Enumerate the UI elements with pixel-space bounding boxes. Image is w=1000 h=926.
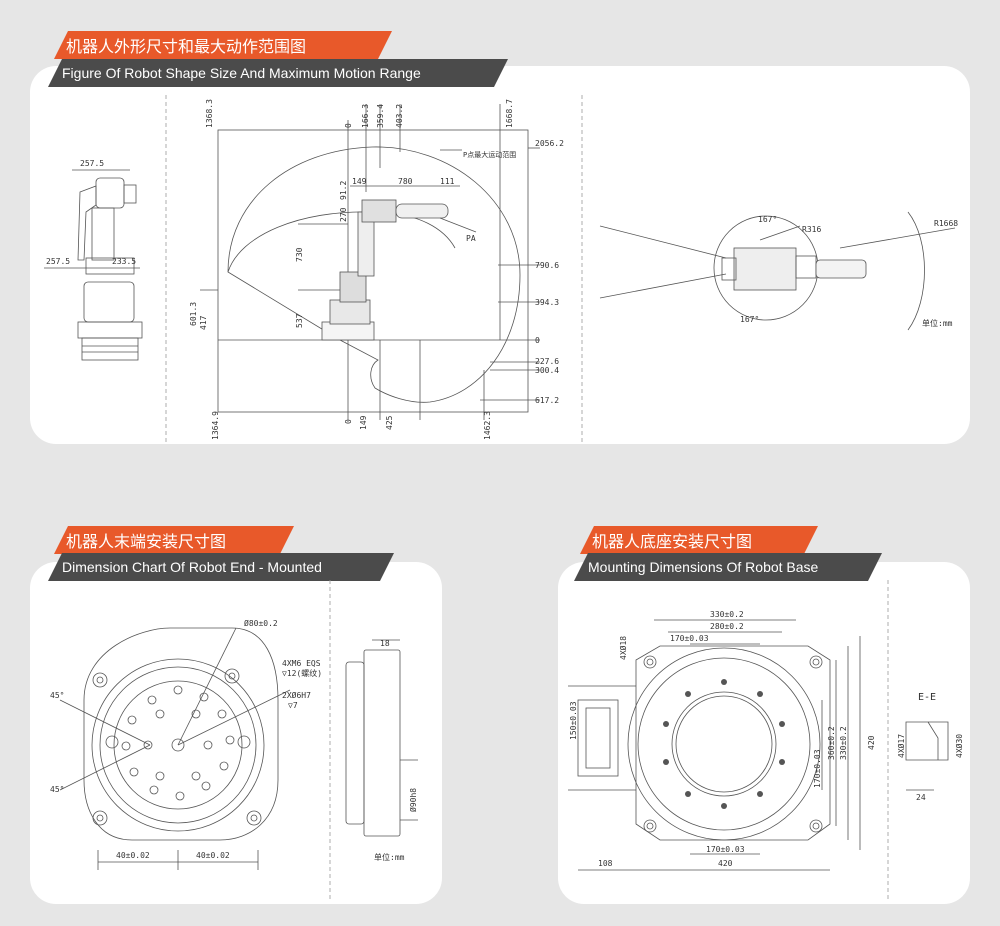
side-dim-left: 257.5	[46, 257, 70, 266]
robot-top-view	[599, 211, 956, 331]
robot-side-view	[44, 169, 143, 361]
front-left-dim-537: 537	[295, 313, 304, 328]
top-angle-upper: 167°	[758, 215, 777, 224]
motion-range-title-cn: 机器人外形尺寸和最大动作范围图	[54, 31, 392, 59]
base-left-dim-150: 150±0.03	[569, 701, 578, 740]
front-right-dim-2056: 2056.2	[535, 139, 564, 148]
front-inner-dim-149: 149	[352, 177, 367, 186]
front-left-dim-730: 730	[295, 247, 304, 262]
robot-base-title-cn: 机器人底座安装尺寸图	[580, 526, 818, 554]
pa-point-label: PA	[466, 234, 476, 243]
end-unit-label: 单位:mm	[374, 852, 405, 862]
end-thread-label: 4XM6 EQS	[282, 659, 321, 668]
motion-unit-label: 单位:mm	[922, 318, 953, 328]
top-radius-outer: R1668	[934, 219, 958, 228]
base-top-dim-330: 330±0.2	[710, 610, 744, 619]
end-side-dia-label: Ø90h8	[408, 788, 418, 812]
end-side-width-label: 18	[380, 639, 390, 648]
front-right-dim-300: 300.4	[535, 366, 559, 375]
end-mounted-panel	[30, 562, 442, 904]
front-inner-dim-111: 111	[440, 177, 455, 186]
end-angle-top-label: 45°	[50, 691, 64, 700]
end-mounted-title-cn: 机器人末端安装尺寸图	[54, 526, 294, 554]
robot-front-view	[200, 104, 540, 420]
front-left-dim-601: 601.3	[189, 302, 198, 326]
side-dim-top: 257.5	[80, 159, 104, 168]
front-left-dim-417: 417	[199, 315, 208, 330]
front-inner-dim-270: 270	[339, 207, 348, 222]
base-right-dim-360: 360±0.2	[827, 726, 836, 760]
front-bottom-dim-1462: 1462.3	[483, 411, 492, 440]
base-bottom-dim-420: 420	[718, 859, 733, 868]
front-top-dim-0: 0	[344, 123, 353, 128]
front-right-dim-394: 394.3	[535, 298, 559, 307]
front-inner-dim-91: 91.2	[339, 181, 348, 200]
front-bottom-dim-0: 0	[344, 419, 353, 424]
top-angle-lower: 167°	[740, 315, 759, 324]
front-right-dim-790: 790.6	[535, 261, 559, 270]
end-pin-label: 2XØ6H7	[282, 690, 311, 700]
end-mounted-title-en: Dimension Chart Of Robot End - Mounted	[48, 553, 394, 581]
front-bottom-dim-1364: 1364.9	[211, 411, 220, 440]
robot-base-title-en: Mounting Dimensions Of Robot Base	[574, 553, 882, 581]
side-dim-right: 233.5	[112, 257, 136, 266]
base-left-dim-hole: 4XØ18	[618, 636, 628, 660]
base-top-dim-280: 280±0.2	[710, 622, 744, 631]
end-diameter-label: Ø80±0.2	[244, 618, 278, 628]
top-radius-inner: R316	[802, 225, 821, 234]
robot-base-panel	[558, 562, 970, 904]
front-top-dim-1368: 1368.3	[205, 99, 214, 128]
front-bottom-dim-149: 149	[359, 415, 368, 430]
front-right-dim-0: 0	[535, 336, 540, 345]
base-section-dim-17: 4XØ17	[896, 734, 906, 758]
end-pin-depth-label: ▽7	[288, 701, 298, 710]
base-right-dim-170: 170±0.03	[813, 749, 822, 788]
pa-range-label: P点最大运动范围	[463, 150, 516, 159]
base-right-dim-420: 420	[867, 735, 876, 750]
front-bottom-dim-425: 425	[385, 415, 394, 430]
front-right-dim-227: 227.6	[535, 357, 559, 366]
motion-range-title-en: Figure Of Robot Shape Size And Maximum M…	[48, 59, 508, 87]
front-right-dim-617: 617.2	[535, 396, 559, 405]
end-angle-bottom-label: 45°	[50, 785, 64, 794]
front-top-dim-166: 166.3	[361, 104, 370, 128]
base-bottom-dim-170: 170±0.03	[706, 845, 745, 854]
end-dim-left-label: 40±0.02	[116, 851, 150, 860]
base-section-dim-24: 24	[916, 793, 926, 802]
base-right-dim-330: 330±0.2	[839, 726, 848, 760]
base-top-dim-170: 170±0.03	[670, 634, 709, 643]
base-section-dim-30: 4XØ30	[954, 734, 964, 758]
end-dim-right-label: 40±0.02	[196, 851, 230, 860]
front-top-dim-1668: 1668.7	[505, 99, 514, 128]
base-bottom-dim-108: 108	[598, 859, 613, 868]
front-top-dim-359: 359.4	[376, 104, 385, 128]
base-section-label: E-E	[918, 692, 936, 703]
front-inner-dim-780: 780	[398, 177, 413, 186]
front-top-dim-403: 403.2	[395, 104, 404, 128]
end-thread-depth-label: ▽12(螺纹)	[282, 668, 322, 678]
